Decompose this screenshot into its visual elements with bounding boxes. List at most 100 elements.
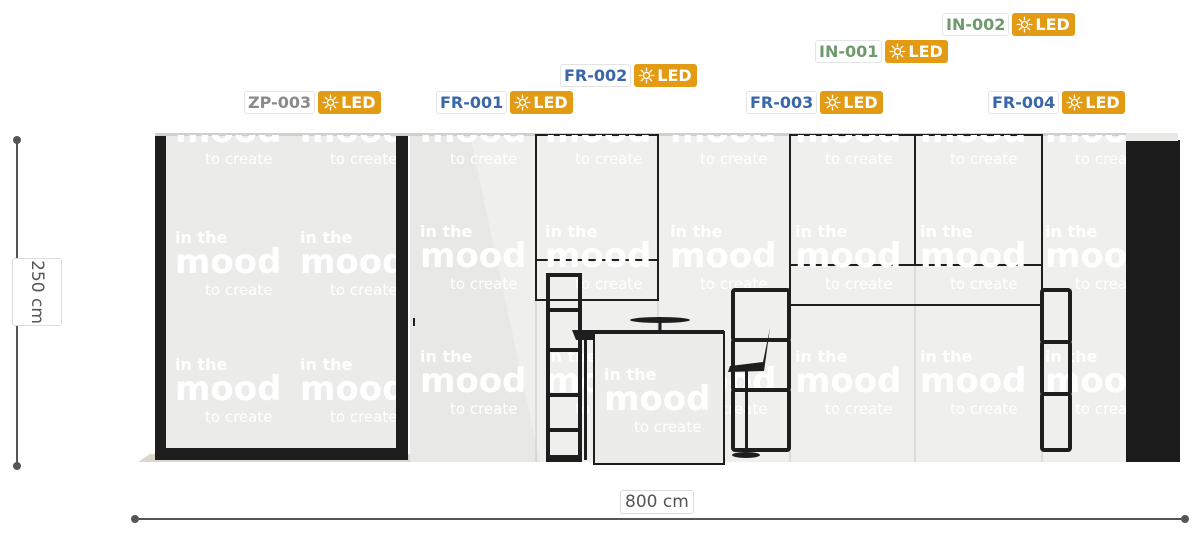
svg-text:mood: mood bbox=[795, 236, 901, 276]
tag-fr-004[interactable]: FR-004 LED bbox=[988, 91, 1125, 114]
shelf-unit-middle bbox=[731, 288, 791, 452]
sun-icon bbox=[1016, 16, 1033, 33]
svg-text:mood: mood bbox=[420, 236, 526, 276]
svg-text:in the: in the bbox=[300, 355, 352, 374]
svg-text:to create: to create bbox=[330, 408, 397, 426]
wall-shading bbox=[410, 135, 540, 462]
svg-text:to create: to create bbox=[1075, 400, 1142, 418]
tag-fr-002[interactable]: FR-002 LED bbox=[560, 64, 697, 87]
svg-text:in the: in the bbox=[795, 347, 847, 366]
fr-003-fr-004-lightboxes bbox=[789, 134, 1043, 306]
svg-text:to create: to create bbox=[205, 150, 272, 168]
shelf-unit-right bbox=[1040, 288, 1072, 452]
svg-text:mood: mood bbox=[175, 111, 281, 151]
led-badge: LED bbox=[510, 91, 573, 114]
svg-text:to create: to create bbox=[205, 281, 272, 299]
svg-text:in the: in the bbox=[1045, 222, 1097, 241]
tag-code: FR-004 bbox=[988, 91, 1060, 114]
sun-icon bbox=[889, 43, 906, 60]
svg-text:to create: to create bbox=[1075, 275, 1142, 293]
led-badge: LED bbox=[820, 91, 883, 114]
led-badge: LED bbox=[885, 40, 948, 63]
svg-text:mood: mood bbox=[1045, 111, 1151, 151]
tag-in-002[interactable]: IN-002 LED bbox=[942, 13, 1075, 36]
svg-text:in the: in the bbox=[175, 355, 227, 374]
svg-text:to create: to create bbox=[1075, 150, 1142, 168]
svg-text:mood: mood bbox=[920, 361, 1026, 401]
fr-002-lightbox bbox=[535, 134, 659, 301]
shelf-unit-left bbox=[546, 273, 582, 462]
tag-code: IN-001 bbox=[815, 40, 883, 63]
svg-text:to create: to create bbox=[634, 418, 701, 436]
svg-text:in the: in the bbox=[920, 347, 972, 366]
svg-text:to create: to create bbox=[950, 150, 1017, 168]
shelf-unit-base bbox=[546, 455, 582, 462]
counter-in-001 bbox=[593, 331, 725, 465]
tag-fr-003[interactable]: FR-003 LED bbox=[746, 91, 883, 114]
svg-text:mood: mood bbox=[920, 111, 1026, 151]
svg-text:in the: in the bbox=[545, 222, 597, 241]
tag-code: FR-001 bbox=[436, 91, 508, 114]
svg-text:mood: mood bbox=[420, 111, 526, 151]
svg-text:in the: in the bbox=[604, 365, 656, 384]
sun-icon bbox=[824, 94, 841, 111]
svg-text:in the: in the bbox=[795, 222, 847, 241]
svg-text:mood: mood bbox=[795, 361, 901, 401]
led-badge: LED bbox=[1062, 91, 1125, 114]
tag-zp-003[interactable]: ZP-003 LED bbox=[244, 91, 381, 114]
svg-text:to create: to create bbox=[450, 275, 517, 293]
svg-text:to create: to create bbox=[950, 275, 1017, 293]
svg-text:mood: mood bbox=[420, 361, 526, 401]
counter-top bbox=[594, 330, 724, 334]
back-wall bbox=[410, 135, 1126, 462]
svg-text:in the: in the bbox=[670, 97, 722, 116]
svg-text:to create: to create bbox=[205, 408, 272, 426]
svg-text:to create: to create bbox=[450, 400, 517, 418]
svg-text:mood: mood bbox=[1045, 236, 1151, 276]
svg-text:in the: in the bbox=[300, 228, 352, 247]
svg-text:mood: mood bbox=[300, 242, 406, 282]
svg-text:mood: mood bbox=[670, 111, 776, 151]
svg-text:in the: in the bbox=[920, 97, 972, 116]
svg-text:to create: to create bbox=[825, 150, 892, 168]
zp-003-base bbox=[155, 448, 408, 460]
svg-text:mood: mood bbox=[920, 236, 1026, 276]
svg-text:to create: to create bbox=[950, 400, 1017, 418]
svg-text:to create: to create bbox=[575, 275, 642, 293]
tag-in-001[interactable]: IN-001 LED bbox=[815, 40, 948, 63]
svg-text:to create: to create bbox=[330, 150, 397, 168]
width-dimension-line bbox=[131, 515, 1189, 523]
sun-icon bbox=[514, 94, 531, 111]
svg-text:in the: in the bbox=[920, 222, 972, 241]
svg-text:mood: mood bbox=[795, 111, 901, 151]
tag-code: ZP-003 bbox=[244, 91, 316, 114]
tag-fr-001[interactable]: FR-001 LED bbox=[436, 91, 573, 114]
svg-text:to create: to create bbox=[575, 150, 642, 168]
zp-003-panel bbox=[166, 135, 396, 450]
svg-text:to create: to create bbox=[825, 275, 892, 293]
sun-icon bbox=[638, 67, 655, 84]
height-dimension-label: 250 cm bbox=[12, 258, 62, 326]
tag-code: FR-002 bbox=[560, 64, 632, 87]
svg-text:in the: in the bbox=[670, 222, 722, 241]
right-end-panel-top bbox=[1126, 133, 1178, 141]
svg-text:in the: in the bbox=[420, 222, 472, 241]
svg-text:to create: to create bbox=[330, 281, 397, 299]
